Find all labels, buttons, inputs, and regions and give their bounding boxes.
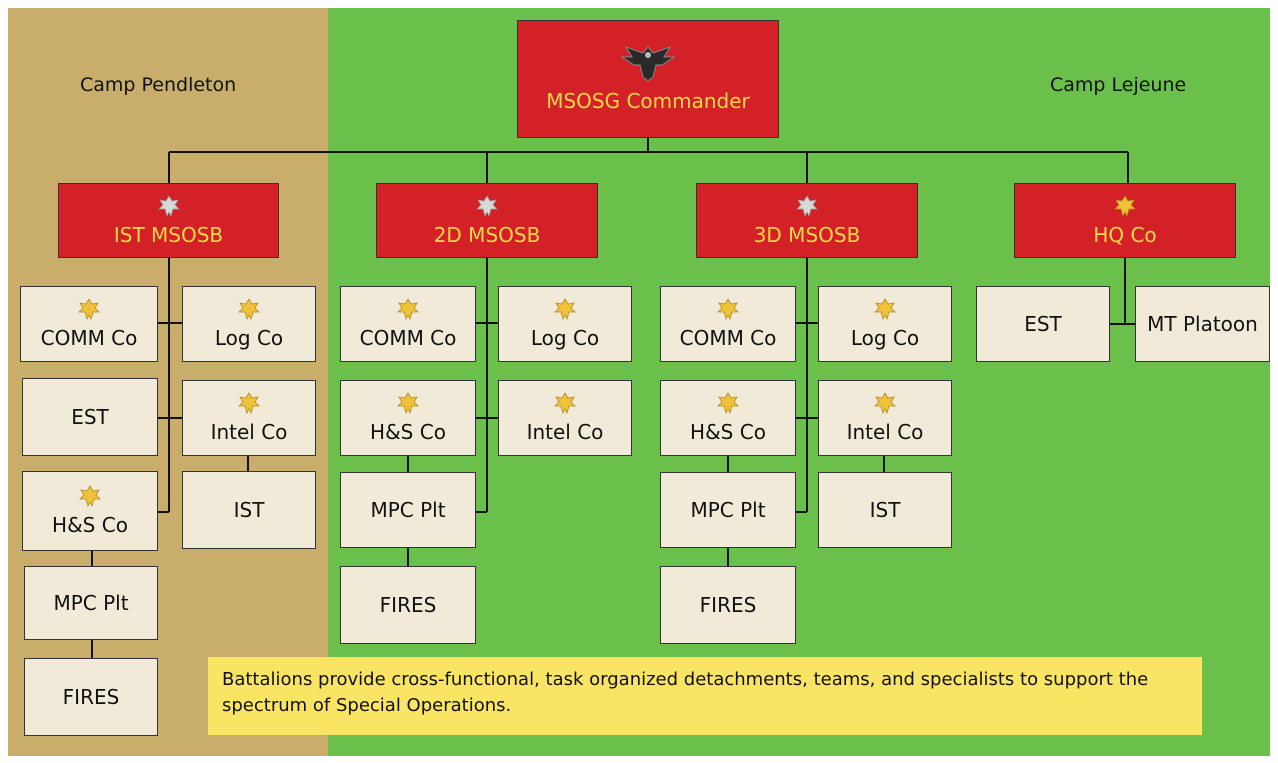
unit-box: Log Co	[182, 286, 316, 362]
unit-label: Log Co	[214, 326, 284, 350]
unit-box: IST	[818, 472, 952, 548]
unit-box: COMM Co	[20, 286, 158, 362]
unit-box: H&S Co	[660, 380, 796, 456]
gold-oak-leaf-icon	[554, 392, 576, 415]
unit-label: EST	[71, 405, 109, 429]
unit-label: Intel Co	[210, 420, 288, 444]
unit-box: H&S Co	[22, 471, 158, 551]
unit-box: FIRES	[24, 658, 158, 736]
unit-box: COMM Co	[340, 286, 476, 362]
unit-box: Log Co	[818, 286, 952, 362]
gold-oak-leaf-icon	[238, 392, 260, 415]
unit-box: EST	[22, 378, 158, 456]
hq-company-box: HQ Co	[1014, 183, 1236, 258]
unit-label: H&S Co	[370, 420, 446, 444]
unit-box: IST	[182, 471, 316, 549]
unit-label: FIRES	[699, 593, 757, 617]
unit-label: Intel Co	[846, 420, 924, 444]
unit-label: COMM Co	[679, 326, 777, 350]
commander-label: MSOSG Commander	[546, 89, 750, 113]
unit-label: MPC Plt	[370, 498, 446, 522]
unit-box: H&S Co	[340, 380, 476, 456]
unit-label: MPC Plt	[690, 498, 766, 522]
unit-box: Intel Co	[818, 380, 952, 456]
unit-label: H&S Co	[52, 513, 128, 537]
eagle-icon	[620, 43, 676, 83]
unit-box: Intel Co	[498, 380, 632, 456]
battalion-3-box: 3D MSOSB	[696, 183, 918, 258]
unit-label: Log Co	[530, 326, 600, 350]
gold-oak-leaf-icon	[397, 298, 419, 321]
unit-label: EST	[1024, 312, 1062, 336]
unit-box: FIRES	[660, 566, 796, 644]
gold-oak-leaf-icon	[717, 298, 739, 321]
unit-box: COMM Co	[660, 286, 796, 362]
unit-label: H&S Co	[690, 420, 766, 444]
camp-lejeune-region	[328, 8, 1270, 756]
camp-pendleton-label: Camp Pendleton	[80, 74, 237, 96]
gold-oak-leaf-icon	[717, 392, 739, 415]
unit-box: MT Platoon	[1135, 286, 1270, 362]
unit-box: Intel Co	[182, 380, 316, 456]
gold-oak-leaf-icon	[554, 298, 576, 321]
unit-label: IST	[233, 498, 265, 522]
unit-label: COMM Co	[359, 326, 457, 350]
unit-label: FIRES	[62, 685, 120, 709]
unit-box: MPC Plt	[24, 566, 158, 640]
unit-box: Log Co	[498, 286, 632, 362]
unit-label: Log Co	[850, 326, 920, 350]
unit-box: MPC Plt	[340, 472, 476, 548]
unit-label: FIRES	[379, 593, 437, 617]
camp-lejeune-label: Camp Lejeune	[1050, 74, 1187, 96]
gold-oak-leaf-icon	[874, 298, 896, 321]
unit-label: Intel Co	[526, 420, 604, 444]
gold-oak-leaf-icon	[238, 298, 260, 321]
battalion-2-box: 2D MSOSB	[376, 183, 598, 258]
battalion-label: IST MSOSB	[113, 222, 224, 247]
silver-oak-leaf-icon	[476, 194, 498, 217]
note-box: Battalions provide cross-functional, tas…	[208, 657, 1202, 735]
gold-oak-leaf-icon	[78, 298, 100, 321]
gold-oak-leaf-icon	[79, 485, 101, 508]
gold-oak-leaf-icon	[874, 392, 896, 415]
unit-label: IST	[869, 498, 901, 522]
unit-box: MPC Plt	[660, 472, 796, 548]
battalion-1-box: IST MSOSB	[58, 183, 279, 258]
gold-oak-leaf-icon	[397, 392, 419, 415]
unit-label: MPC Plt	[53, 591, 129, 615]
battalion-label: 3D MSOSB	[753, 222, 861, 247]
msosg-commander-box: MSOSG Commander	[517, 20, 779, 138]
unit-label: MT Platoon	[1147, 312, 1258, 336]
unit-label: COMM Co	[40, 326, 138, 350]
battalion-label: HQ Co	[1093, 222, 1157, 247]
silver-oak-leaf-icon	[796, 194, 818, 217]
silver-oak-leaf-icon	[157, 194, 180, 217]
gold-oak-leaf-icon	[1114, 194, 1136, 217]
unit-box: FIRES	[340, 566, 476, 644]
battalion-label: 2D MSOSB	[433, 222, 541, 247]
unit-box: EST	[976, 286, 1110, 362]
